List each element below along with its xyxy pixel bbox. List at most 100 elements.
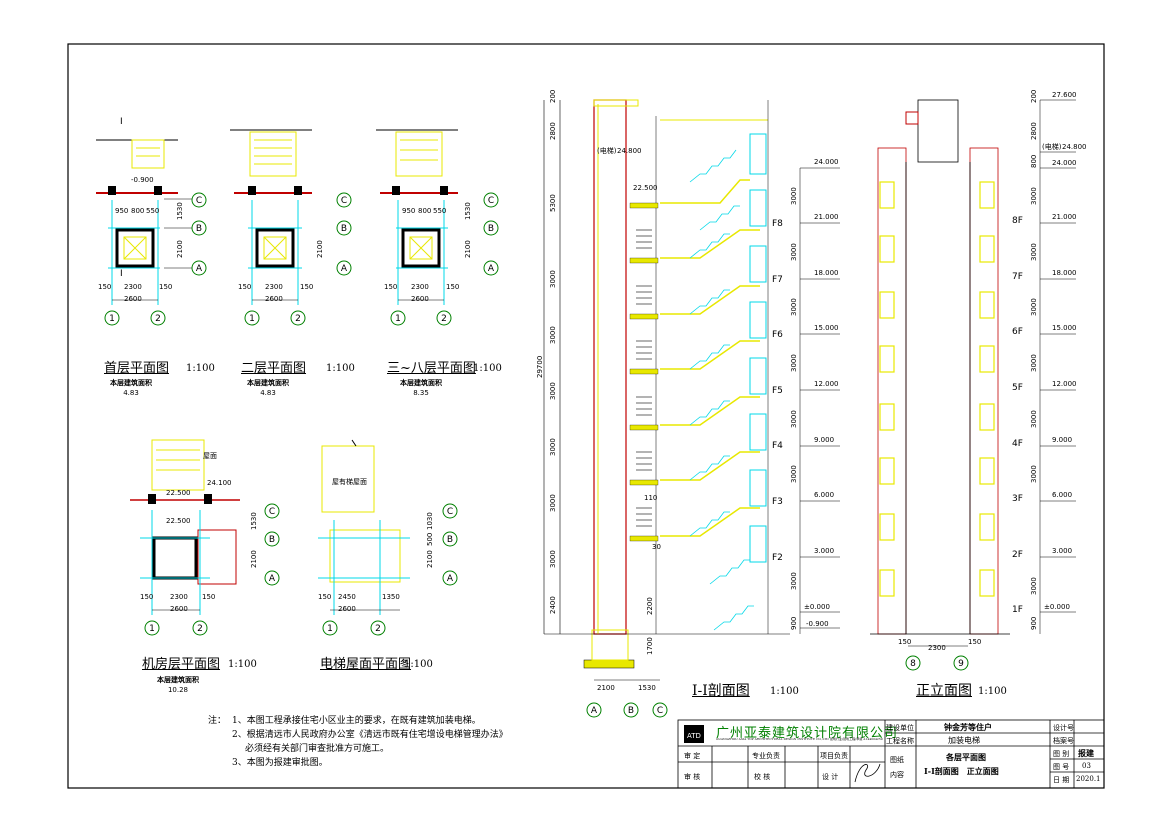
sec-elev-0: ±0.000 [804, 603, 830, 611]
plan2-dim-150a: 150 [238, 283, 251, 291]
plan1-elev: -0.900 [131, 176, 154, 184]
plan4-dim-150b: 150 [202, 593, 215, 601]
plan2-dim-150b: 150 [300, 283, 313, 291]
sec-elev-9000: 9.000 [814, 436, 834, 444]
plan5-dim-150: 150 [318, 593, 331, 601]
plan2-axis-2: 2 [295, 314, 301, 324]
plan3-scale: 1:100 [473, 363, 502, 374]
sec-elev-21000: 21.000 [814, 213, 839, 221]
plan3-axis-2: 2 [441, 314, 447, 324]
front-dim-150a: 150 [898, 638, 911, 646]
tb-proofread-label: 校 核 [754, 773, 771, 781]
front-floor-7f: 7F [1012, 272, 1023, 282]
front-rdim-3000b: 3000 [1030, 243, 1038, 261]
plan5-axis-1: 1 [327, 624, 333, 634]
plan1-title: 首层平面图 [104, 361, 170, 376]
plan4-dim-150a: 150 [140, 593, 153, 601]
sec-rdim-3000a: 3000 [790, 187, 798, 205]
plan1-scale: 1:100 [186, 363, 215, 374]
tb-date-label: 日 期 [1053, 776, 1070, 784]
front-rdim-2800: 2800 [1030, 122, 1038, 140]
sec-dim-200: 200 [549, 90, 557, 103]
plan1-axis-2: 2 [155, 314, 161, 324]
front-elevation [870, 99, 1076, 647]
front-title: 正立面图 [916, 683, 972, 699]
sec-elev-3000: 3.000 [814, 547, 834, 555]
plan4-title: 机房层平面图 [142, 657, 221, 672]
section-drawing [543, 99, 790, 681]
sec-floor-f6: F6 [772, 330, 783, 340]
plan3-dim-950: 950 [402, 207, 415, 215]
section-title: I-I剖面图 [692, 683, 750, 699]
plan3-dim-150b: 150 [446, 283, 459, 291]
plan5-axis-c: C [447, 507, 453, 517]
plan1-dim-2600: 2600 [124, 295, 142, 303]
tb-drawing-value-2: I-I剖面图 正立面图 [924, 766, 999, 776]
plan3-axis-a: A [488, 264, 495, 274]
sec-dim-30: 30 [652, 543, 661, 551]
front-floor-5f: 5F [1012, 383, 1023, 393]
sec-rdim-900: 900 [790, 617, 798, 630]
front-rdim-3000e: 3000 [1030, 410, 1038, 428]
plan2-axis-b: B [341, 224, 347, 234]
plan5-axis-a: A [447, 574, 454, 584]
plan5-roof-label: 屋有梯屋面 [332, 477, 367, 486]
tb-check-label: 审 核 [684, 773, 701, 781]
front-rdim-800: 800 [1030, 155, 1038, 168]
plan1-axis-a: A [196, 264, 203, 274]
plan5-dim-1030: 1030 [426, 512, 434, 530]
section-scale: 1:100 [770, 686, 799, 697]
plan1-dim-2100: 2100 [176, 240, 184, 258]
notes-head: 注： [208, 716, 227, 726]
sec-dim-3000e: 3000 [549, 494, 557, 512]
plan3-area-label: 本层建筑面积 [400, 378, 442, 387]
plan-elevator-roof [318, 439, 410, 615]
company-logo-text: ATD [687, 732, 701, 740]
plan1-dim-150b: 150 [159, 283, 172, 291]
section-axis-a: A [591, 706, 598, 716]
front-floor-4f: 4F [1012, 439, 1023, 449]
plan3-axis-1: 1 [395, 314, 401, 324]
tb-category-label: 图 别 [1053, 750, 1070, 758]
plan4-dim-2100: 2100 [250, 550, 258, 568]
plan-second-floor [230, 129, 312, 305]
tb-owner-value: 钟金芳等住户 [944, 722, 992, 732]
front-elev-6000: 6.000 [1052, 491, 1072, 499]
plan3-dim-150a: 150 [384, 283, 397, 291]
plan4-axis-a: A [269, 574, 276, 584]
plan3-axis-b: B [488, 224, 494, 234]
plan3-dim-2300: 2300 [411, 283, 429, 291]
plan5-dim-2100: 2100 [426, 550, 434, 568]
company-logo [684, 725, 704, 743]
sec-floor-f7: F7 [772, 275, 783, 285]
sec-elev-18000: 18.000 [814, 269, 839, 277]
plan4-elev-22500b: 22.500 [166, 517, 191, 525]
plan4-dim-1530: 1530 [250, 512, 258, 530]
front-scale: 1:100 [978, 686, 1007, 697]
plan4-dim-2600: 2600 [170, 605, 188, 613]
plan2-area-label: 本层建筑面积 [247, 378, 289, 387]
plan5-title: 电梯屋面平面图 [320, 657, 412, 672]
front-rdim-900: 900 [1030, 617, 1038, 630]
plan2-title: 二层平面图 [241, 361, 307, 376]
sec-floor-f8: F8 [772, 219, 783, 229]
designer-signature [854, 763, 881, 783]
plan5-axis-2: 2 [375, 624, 381, 634]
plan4-elev-22500a: 22.500 [166, 489, 191, 497]
sec-dim-110: 110 [644, 494, 657, 502]
plan1-dim-950: 950 [115, 207, 128, 215]
sec-rdim-3000e: 3000 [790, 410, 798, 428]
company-name: 广州亚泰建筑设计院有限公司 [716, 726, 899, 741]
sec-rdim-3000f: 3000 [790, 465, 798, 483]
front-elev-24000: 24.000 [1052, 159, 1077, 167]
sec-floor-f4: F4 [772, 441, 783, 451]
sec-dim-3000a: 3000 [549, 270, 557, 288]
plan-machine-room [130, 439, 240, 615]
plan1-area-label: 本层建筑面积 [110, 378, 152, 387]
front-elev-9000: 9.000 [1052, 436, 1072, 444]
sheet-border [67, 43, 1105, 789]
plan1-axis-c: C [196, 196, 202, 206]
tb-prolead-label: 专业负责 [752, 752, 780, 760]
plan4-axis-c: C [269, 507, 275, 517]
